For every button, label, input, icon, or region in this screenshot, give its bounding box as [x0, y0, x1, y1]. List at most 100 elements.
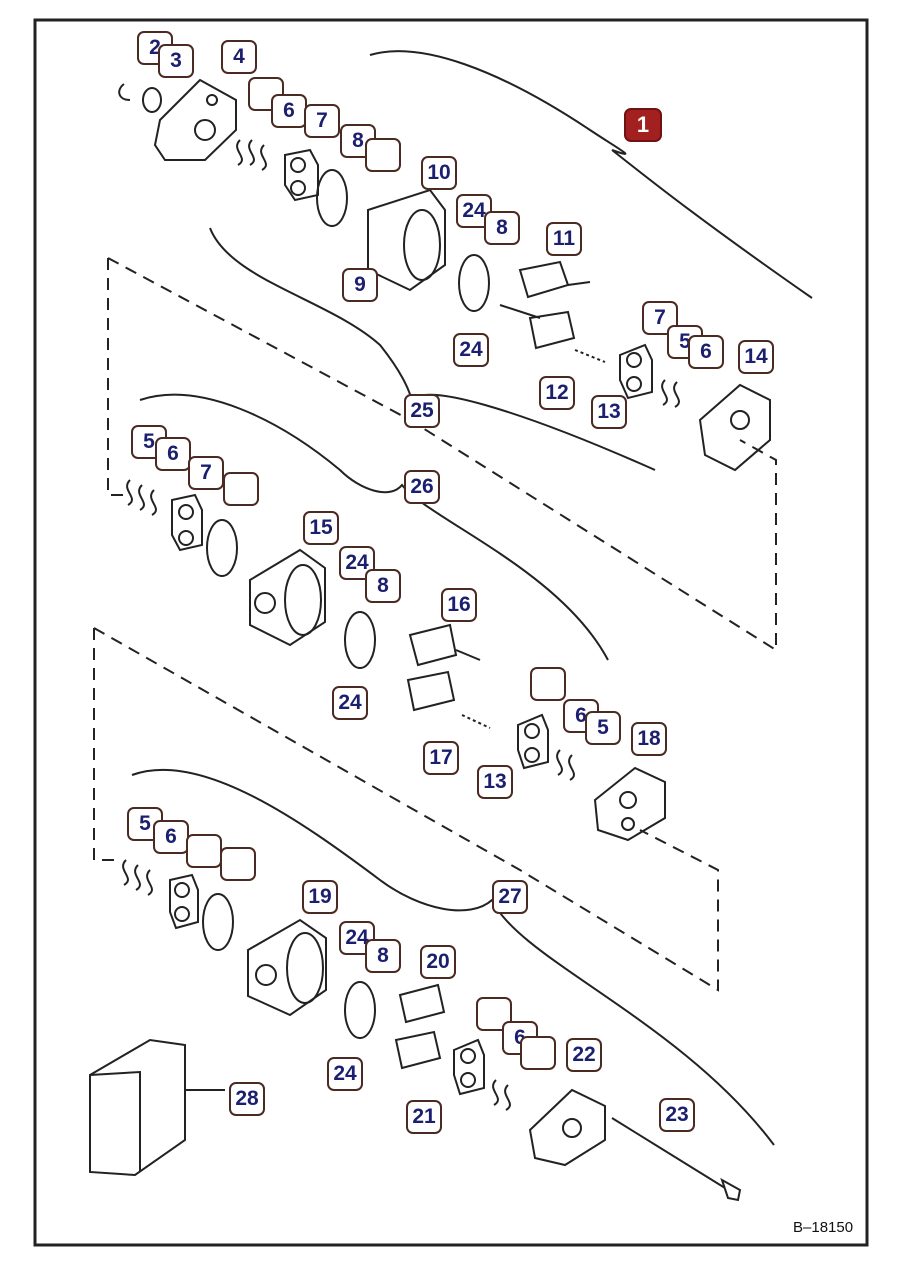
coupling-13b	[461, 714, 491, 729]
callout-5-d[interactable]: 5	[585, 711, 621, 745]
bearing-block-6f	[453, 1038, 485, 1096]
callout-6-c[interactable]: 6	[155, 437, 191, 471]
dash-left-upper	[107, 258, 130, 496]
rear-cover-22	[528, 1088, 606, 1167]
callout-20[interactable]: 20	[420, 945, 456, 979]
callout-10[interactable]: 10	[421, 156, 457, 190]
pump-body-10	[367, 188, 446, 292]
brace-lower	[131, 768, 775, 1146]
section1-parts	[118, 78, 771, 472]
callout-11[interactable]: 11	[546, 222, 582, 256]
springs-5f	[492, 1079, 511, 1111]
callout-16[interactable]: 16	[441, 588, 477, 622]
callout-21[interactable]: 21	[406, 1100, 442, 1134]
springs-5e	[122, 859, 153, 896]
dash-upper-loop	[107, 257, 777, 652]
main-assembly-callout[interactable]: 1	[624, 108, 662, 142]
callout-24-e[interactable]: 24	[339, 921, 375, 955]
callout-6-b[interactable]: 6	[688, 335, 724, 369]
callout-8-b[interactable]: 8	[484, 211, 520, 245]
callout-3[interactable]: 3	[158, 44, 194, 78]
bearing-block-6c	[171, 493, 203, 552]
gasket-7	[316, 169, 348, 227]
callout-26[interactable]: 26	[404, 470, 440, 504]
drive-gear-11	[518, 260, 570, 299]
snap-ring-2	[118, 83, 131, 101]
seal-kit-28	[89, 1038, 186, 1177]
callout-7-top[interactable]: 7	[304, 104, 340, 138]
callout-6-top[interactable]: 6	[271, 94, 307, 128]
springs-5	[236, 139, 267, 171]
pump-body-19	[247, 918, 327, 1017]
adapter-plate-14	[698, 383, 771, 472]
callout-24-d[interactable]: 24	[332, 686, 368, 720]
bearing-block-6e	[169, 873, 199, 930]
callout-13-b[interactable]: 13	[477, 765, 513, 799]
callout-24-f[interactable]: 24	[327, 1057, 363, 1091]
brace-upper	[209, 227, 656, 471]
brace-middle	[139, 393, 609, 661]
dash-left-lower	[93, 628, 120, 861]
shaft-12	[499, 304, 541, 319]
callout-7-c[interactable]: 7	[188, 456, 224, 490]
bolt-23	[611, 1117, 726, 1189]
callout-8-f[interactable]: 8	[365, 939, 401, 973]
callout-4[interactable]: 4	[221, 40, 257, 74]
springs-5b	[661, 379, 680, 408]
driven-gear-12	[528, 310, 576, 350]
gear-16	[408, 623, 458, 667]
callout-7-blank-d[interactable]	[530, 667, 566, 701]
callout-8-blank-e[interactable]	[220, 847, 256, 881]
gear-21	[394, 1030, 442, 1070]
seal-3	[142, 87, 162, 113]
gasket-7c	[206, 519, 238, 577]
assembly-dashed-lines	[93, 257, 777, 992]
callout-5-blank-f[interactable]	[520, 1036, 556, 1070]
frame-border	[33, 18, 869, 1247]
front-cover-4	[153, 78, 237, 161]
callout-12[interactable]: 12	[539, 376, 575, 410]
callout-17[interactable]: 17	[423, 741, 459, 775]
bearing-block-6b	[619, 343, 653, 400]
grouping-braces	[131, 50, 813, 1146]
section2-parts	[126, 479, 666, 842]
callout-24-a[interactable]: 24	[456, 194, 492, 228]
springs-5c	[126, 479, 157, 516]
callout-6-e[interactable]: 6	[153, 820, 189, 854]
callout-24-b[interactable]: 24	[453, 333, 489, 367]
bearing-block-6	[284, 148, 319, 202]
callout-8-d[interactable]: 8	[365, 569, 401, 603]
coupling-13	[574, 349, 606, 363]
gasket-8d	[344, 611, 376, 669]
callout-25[interactable]: 25	[404, 394, 440, 428]
callout-15[interactable]: 15	[303, 511, 339, 545]
section3-parts	[89, 859, 742, 1202]
gasket-8	[458, 254, 490, 312]
bearing-block-6d	[517, 713, 549, 770]
end-cover-18	[593, 766, 666, 842]
callout-8-blank-c[interactable]	[223, 472, 259, 506]
gear-17	[406, 670, 456, 712]
callout-19[interactable]: 19	[302, 880, 338, 914]
callout-13-a[interactable]: 13	[591, 395, 627, 429]
callout-22[interactable]: 22	[566, 1038, 602, 1072]
callout-14[interactable]: 14	[738, 340, 774, 374]
callout-23[interactable]: 23	[659, 1098, 695, 1132]
brace-top	[369, 50, 813, 299]
gasket-8f	[344, 981, 376, 1039]
callout-27[interactable]: 27	[492, 880, 528, 914]
callout-7-blank-e[interactable]	[186, 834, 222, 868]
springs-5d	[556, 749, 575, 781]
dash-lower-loop	[93, 627, 719, 992]
callout-18[interactable]: 18	[631, 722, 667, 756]
pump-body-15	[249, 548, 326, 647]
gear-20	[398, 983, 446, 1024]
callout-28[interactable]: 28	[229, 1082, 265, 1116]
gasket-7e	[202, 893, 234, 951]
callout-blank-top[interactable]	[365, 138, 401, 172]
callout-9[interactable]: 9	[342, 268, 378, 302]
callout-5-b[interactable]: 5	[667, 325, 703, 359]
drawing-code: B–18150	[793, 1219, 854, 1236]
